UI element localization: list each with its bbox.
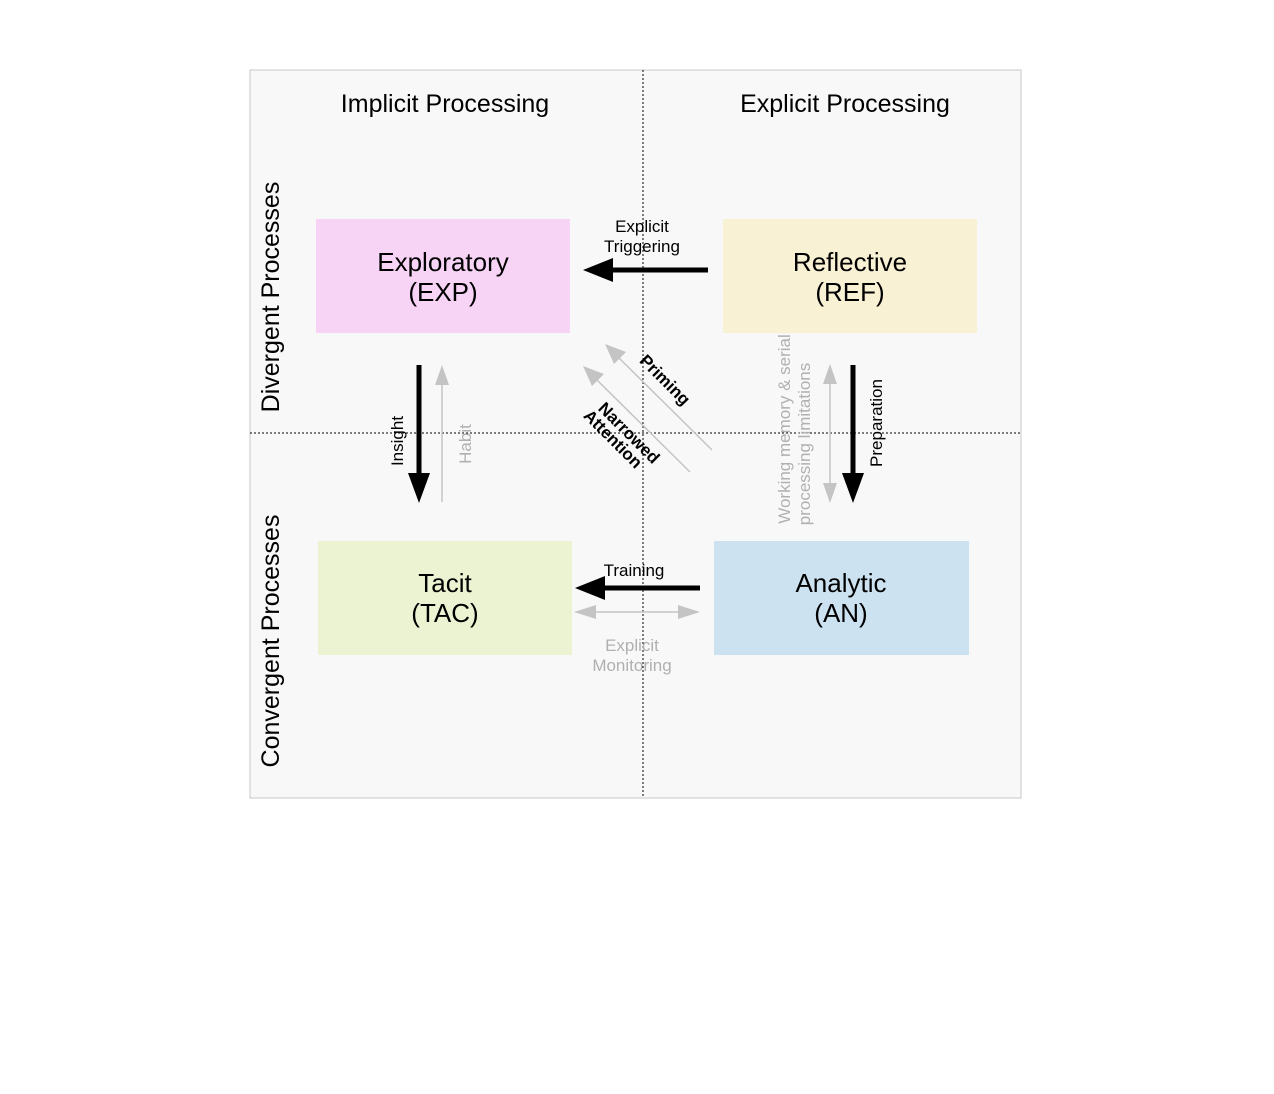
box-analytic-bg (714, 541, 969, 655)
box-reflective: Reflective (REF) (723, 219, 977, 333)
arrow-working-memory-head-down (823, 483, 837, 503)
arrow-working-memory: Working memory & serial processing limit… (775, 334, 837, 525)
label-working-memory-2: processing limitations (795, 363, 814, 526)
arrow-priming-shaft (618, 357, 713, 451)
box-reflective-bg (723, 219, 977, 333)
box-analytic-name: Analytic (795, 568, 886, 598)
arrow-training-head (575, 576, 605, 600)
box-tacit-bg (318, 541, 572, 655)
column-header-implicit: Implicit Processing (341, 90, 549, 118)
box-tacit-name: Tacit (418, 568, 472, 598)
box-analytic: Analytic (AN) (714, 541, 969, 655)
arrow-narrowed-attention-head (583, 366, 604, 386)
label-explicit-triggering-1: Explicit (615, 217, 669, 236)
arrow-explicit-triggering-head (583, 258, 613, 282)
arrow-working-memory-head-up (823, 364, 837, 384)
diagram-panel (249, 69, 1022, 799)
row-header-divergent: Divergent Processes (257, 182, 285, 413)
label-preparation: Preparation (867, 379, 886, 467)
arrow-explicit-triggering: Explicit Triggering (583, 217, 708, 282)
box-analytic-abbr: (AN) (814, 598, 867, 628)
box-reflective-abbr: (REF) (815, 277, 884, 307)
box-tacit: Tacit (TAC) (318, 541, 572, 655)
label-habit: Habit (456, 424, 475, 464)
label-training: Training (604, 561, 665, 580)
arrow-explicit-monitoring-head-left (574, 605, 596, 619)
box-tacit-abbr: (TAC) (411, 598, 478, 628)
arrow-explicit-monitoring: Explicit Monitoring (574, 605, 700, 675)
arrow-habit: Habit (435, 365, 475, 502)
box-exploratory-name: Exploratory (377, 247, 509, 277)
box-exploratory-bg (316, 219, 570, 333)
arrow-habit-head (435, 365, 449, 385)
arrow-narrowed-attention-shaft (596, 379, 691, 473)
arrow-priming-head (605, 344, 626, 364)
row-header-convergent: Convergent Processes (257, 515, 285, 768)
label-explicit-monitoring-2: Monitoring (592, 656, 671, 675)
label-explicit-triggering-2: Triggering (604, 237, 680, 256)
box-reflective-name: Reflective (793, 247, 907, 277)
arrow-insight: Insight (388, 365, 430, 503)
arrow-preparation-head (842, 473, 864, 503)
box-exploratory: Exploratory (EXP) (316, 219, 570, 333)
arrow-preparation: Preparation (842, 365, 886, 503)
arrow-training: Training (575, 561, 700, 600)
label-explicit-monitoring-1: Explicit (605, 636, 659, 655)
column-header-explicit: Explicit Processing (740, 90, 950, 118)
box-exploratory-abbr: (EXP) (408, 277, 477, 307)
label-insight: Insight (388, 416, 407, 466)
label-working-memory-1: Working memory & serial (775, 334, 794, 524)
arrow-insight-head (408, 473, 430, 503)
arrow-explicit-monitoring-head-right (678, 605, 700, 619)
